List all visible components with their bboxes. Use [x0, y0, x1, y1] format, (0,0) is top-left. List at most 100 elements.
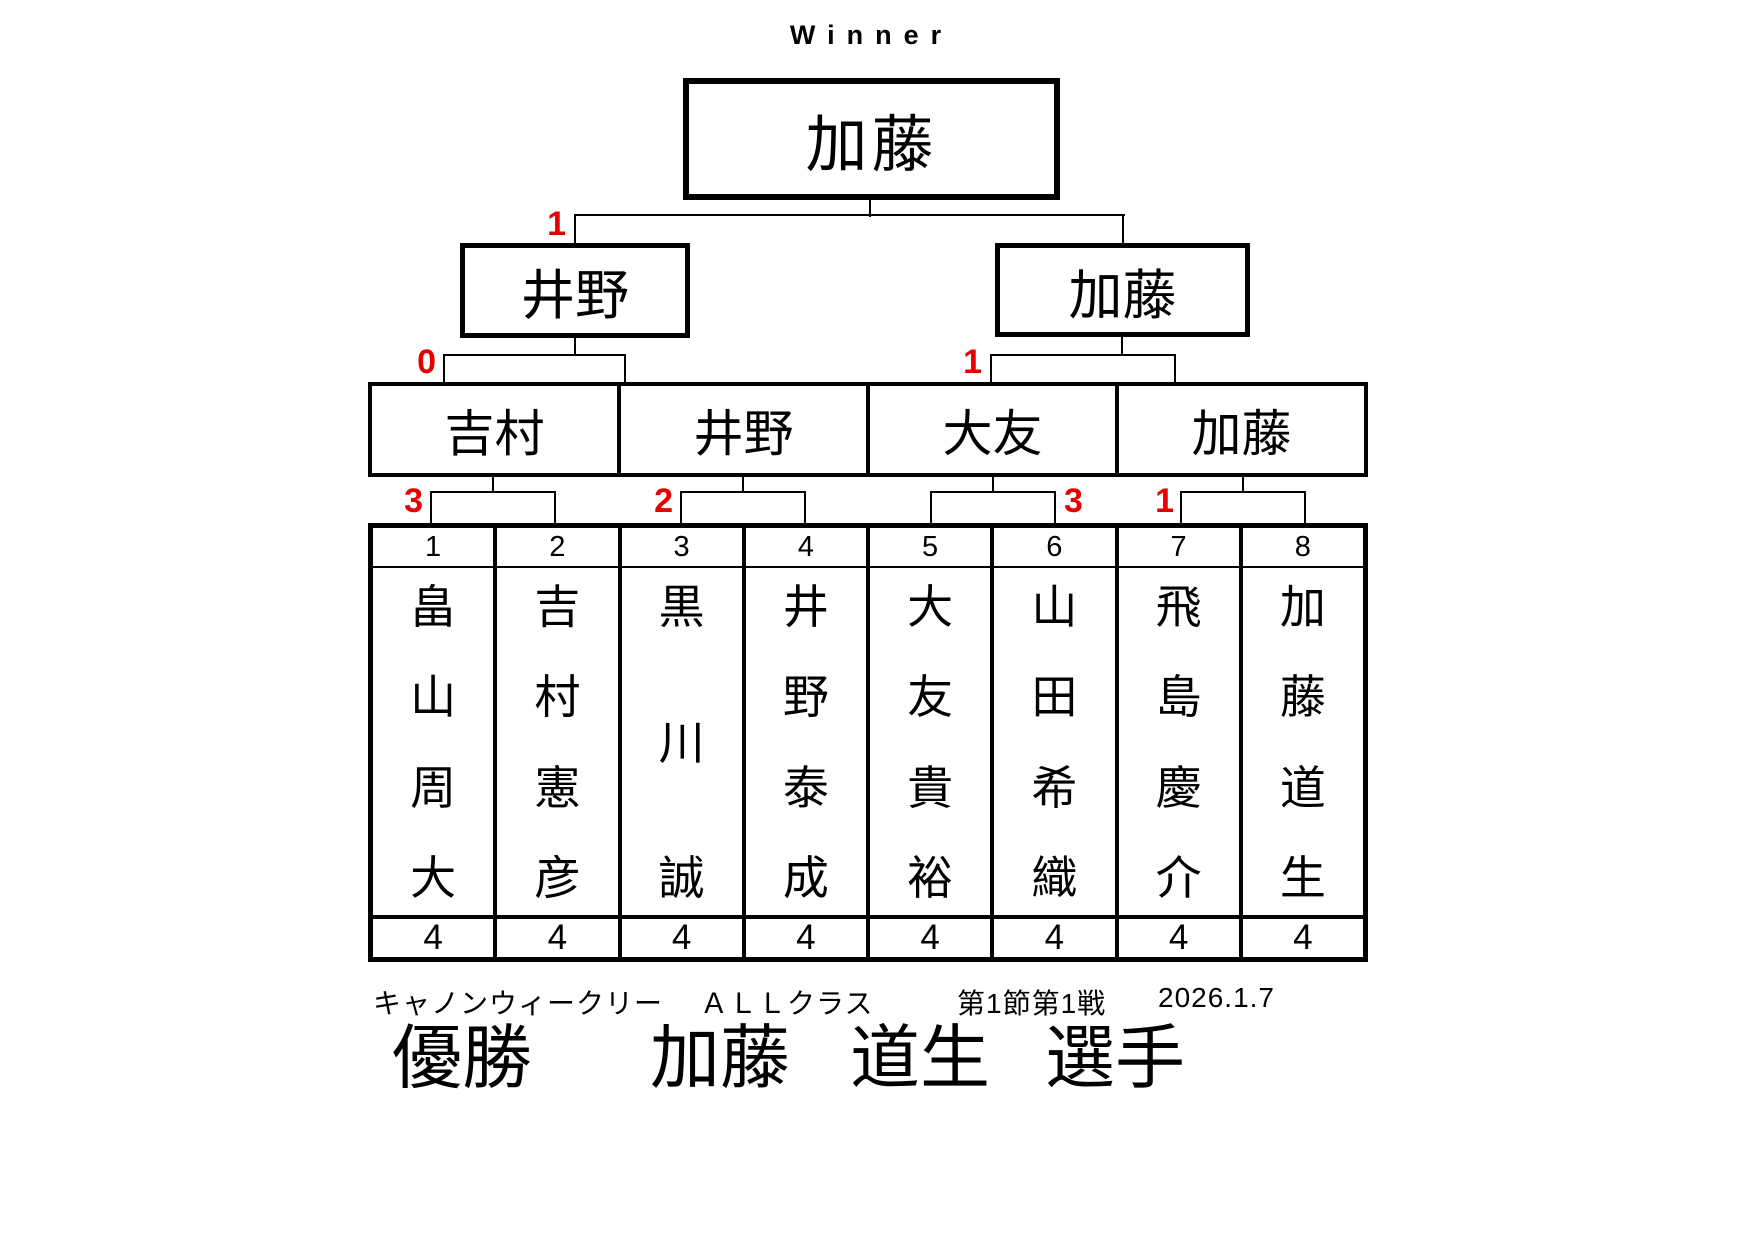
- semifinal-left-box: 井野: [460, 243, 690, 338]
- player-seed-number: 5: [870, 528, 991, 568]
- connector-line: [992, 477, 994, 493]
- winner-caption: Winner: [789, 20, 954, 50]
- semifinal-right-box: 加藤: [995, 243, 1250, 337]
- player-seed-number: 6: [994, 528, 1115, 568]
- connector-line: [430, 491, 556, 493]
- player-name-char: 成: [782, 851, 829, 904]
- player-name-char: 裕: [907, 851, 954, 904]
- connector-line: [930, 491, 932, 523]
- player-name: 大友貴裕: [870, 568, 990, 915]
- player-column: 3 黒川誠 4: [621, 528, 746, 957]
- player-name-char: 大: [410, 851, 457, 904]
- semifinal-left-name: 井野: [521, 266, 629, 326]
- connector-line: [1242, 477, 1244, 493]
- round1-score-badge-1: 3: [404, 482, 423, 520]
- player-column: 6 山田希織 4: [994, 528, 1119, 957]
- connector-line: [990, 354, 1176, 356]
- connector-line: [1121, 337, 1123, 356]
- connector-line: [492, 477, 494, 493]
- player-seed-number: 1: [373, 528, 494, 568]
- connector-line: [574, 338, 576, 356]
- player-score: 4: [497, 915, 618, 957]
- connector-line: [680, 491, 682, 523]
- quarterfinal-right-score-badge: 1: [963, 343, 982, 381]
- champion-suffix: 選手: [1045, 1019, 1185, 1097]
- player-score: 4: [745, 915, 866, 957]
- round1-score-badge-3: 3: [1064, 482, 1083, 520]
- player-name-char: 友: [907, 671, 954, 724]
- quarterfinal-row: 吉村 井野 大友 加藤: [368, 382, 1368, 477]
- connector-line: [1304, 491, 1306, 523]
- player-name-char: 道: [1279, 761, 1326, 814]
- round1-score-badge-4: 1: [1155, 482, 1174, 520]
- connector-line: [1122, 214, 1124, 243]
- connector-line: [443, 354, 445, 382]
- quarterfinal-box-1: 吉村: [372, 386, 621, 473]
- connector-line: [742, 477, 744, 493]
- player-name-char: 憲: [534, 761, 581, 814]
- player-name-char: 島: [1155, 671, 1202, 724]
- player-name-char: 誠: [658, 852, 705, 904]
- player-score: 4: [373, 915, 494, 957]
- player-seed-number: 7: [1118, 528, 1239, 568]
- connector-line: [1174, 354, 1176, 382]
- player-name-char: 藤: [1279, 671, 1326, 724]
- event-class-label: ＡＬＬクラス: [700, 988, 874, 1019]
- player-score: 4: [1242, 915, 1363, 957]
- player-name-char: 吉: [534, 581, 581, 633]
- player-name-char: 山: [1031, 581, 1078, 633]
- quarterfinal-box-3: 大友: [870, 386, 1119, 473]
- connector-line: [1180, 491, 1182, 523]
- player-name-char: 川: [658, 716, 705, 769]
- connector-line: [554, 491, 556, 523]
- player-name-char: 彦: [534, 851, 581, 904]
- players-table: 1 畠山周大 4 2 吉村憲彦 4 3 黒川誠 4 4 井野泰成 4 5 大友貴…: [368, 523, 1368, 962]
- player-name-char: 貴: [907, 761, 954, 814]
- connector-line: [804, 491, 806, 523]
- player-name-char: 織: [1031, 851, 1078, 904]
- player-seed-number: 8: [1242, 528, 1363, 568]
- player-name-char: 畠: [410, 581, 457, 633]
- player-name: 山田希織: [994, 568, 1114, 915]
- connector-line: [1180, 491, 1306, 493]
- player-name: 黒川誠: [622, 568, 742, 915]
- connector-line: [430, 491, 432, 523]
- player-name: 加藤道生: [1243, 568, 1363, 915]
- champion-given-name: 道生: [850, 1019, 990, 1097]
- player-column: 1 畠山周大 4: [373, 528, 498, 957]
- player-name-char: 野: [782, 671, 829, 724]
- player-column: 7 飛島慶介 4: [1118, 528, 1243, 957]
- player-column: 2 吉村憲彦 4: [497, 528, 622, 957]
- player-name-char: 周: [410, 761, 457, 814]
- player-name-char: 泰: [782, 761, 829, 814]
- connector-line: [574, 214, 1125, 216]
- player-column: 8 加藤道生 4: [1242, 528, 1363, 957]
- player-name: 飛島慶介: [1119, 568, 1239, 915]
- player-name: 井野泰成: [746, 568, 866, 915]
- quarterfinal-left-score-badge: 0: [417, 343, 436, 381]
- quarterfinal-box-2: 井野: [621, 386, 870, 473]
- event-series-label: キャノンウィークリー: [373, 988, 664, 1019]
- player-name-char: 慶: [1155, 761, 1202, 814]
- connector-line: [990, 354, 992, 382]
- player-score: 4: [621, 915, 742, 957]
- connector-line: [869, 200, 871, 217]
- player-name-char: 黒: [658, 581, 705, 633]
- event-date: 2026.1.7: [1158, 982, 1275, 1013]
- player-name-char: 生: [1279, 851, 1326, 904]
- player-name: 畠山周大: [373, 568, 493, 915]
- player-column: 5 大友貴裕 4: [870, 528, 995, 957]
- player-score: 4: [870, 915, 991, 957]
- event-round-label: 第1節第1戦: [957, 988, 1107, 1019]
- player-name-char: 飛: [1155, 581, 1202, 633]
- final-winner-box: 加藤: [683, 78, 1060, 200]
- semifinal-left-score-badge: 1: [547, 205, 566, 243]
- semifinal-right-name: 加藤: [1068, 265, 1177, 326]
- connector-line: [680, 491, 806, 493]
- player-name-char: 山: [410, 671, 457, 724]
- final-winner-name: 加藤: [805, 111, 938, 180]
- player-seed-number: 3: [621, 528, 742, 568]
- connector-line: [624, 354, 626, 382]
- player-name-char: 希: [1031, 761, 1078, 814]
